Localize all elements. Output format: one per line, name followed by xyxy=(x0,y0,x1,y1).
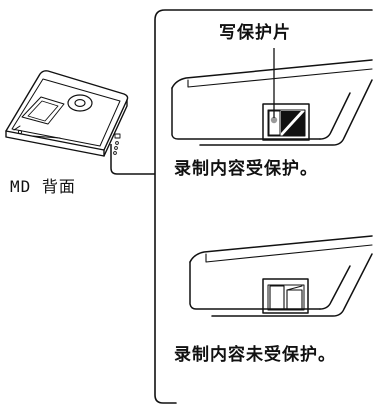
protected-caption: 录制内容受保护。 xyxy=(174,159,318,179)
cartridge-bottom-edge xyxy=(211,253,373,317)
disc-edge-dot xyxy=(114,146,118,150)
disc-front-edge xyxy=(5,130,105,157)
tab-window-frame xyxy=(262,103,310,141)
tab-pointer-dot xyxy=(270,116,278,124)
disc-top-face xyxy=(5,70,129,151)
write-protect-tab-unprotected-inner xyxy=(286,289,303,310)
cartridge-side-edge xyxy=(319,265,351,310)
disc-edge-tab-indicator xyxy=(114,133,121,139)
cartridge-bottom-edge xyxy=(199,79,373,146)
write-protect-tab-unprotected xyxy=(269,285,285,310)
disc-inner-border xyxy=(11,78,121,147)
tab-window-inner xyxy=(267,284,305,311)
disc-side-edge xyxy=(103,99,128,157)
disc-shutter-window xyxy=(21,96,65,125)
tab-slider-ridge xyxy=(286,285,303,291)
disc-back-label: MD 背面 xyxy=(10,177,76,196)
disc-edge-dot xyxy=(115,141,119,145)
cartridge-front-face xyxy=(171,87,321,140)
cartridge-top-inner-edge xyxy=(205,244,373,263)
write-protect-tab-protected xyxy=(281,111,301,133)
disc-shutter-slot xyxy=(27,100,59,122)
cartridge-top-inner-edge xyxy=(187,68,373,88)
cartridge-top-edge xyxy=(171,59,373,89)
disc-hub-inner xyxy=(74,99,86,107)
callout-connector xyxy=(110,144,155,175)
disc-label-line xyxy=(13,125,21,131)
cartridge-front-face xyxy=(189,261,321,310)
write-protect-tab-label: 写保护片 xyxy=(219,23,291,43)
disc-label-line xyxy=(31,135,61,139)
protected-detail-illustration xyxy=(171,59,373,146)
write-protect-tab-protected xyxy=(282,111,305,136)
callout-panel-border xyxy=(154,9,373,404)
cartridge-top-edge xyxy=(189,235,373,263)
tab-window-frame xyxy=(262,278,309,314)
cartridge-side-edge xyxy=(319,92,351,140)
minidisc-back-illustration xyxy=(5,70,129,157)
disc-hub-outer xyxy=(67,94,93,112)
unprotected-detail-illustration xyxy=(189,235,373,317)
unprotected-caption: 录制内容未受保护。 xyxy=(174,345,336,365)
disc-corner-hole xyxy=(17,129,23,135)
disc-edge-dot xyxy=(113,151,117,155)
